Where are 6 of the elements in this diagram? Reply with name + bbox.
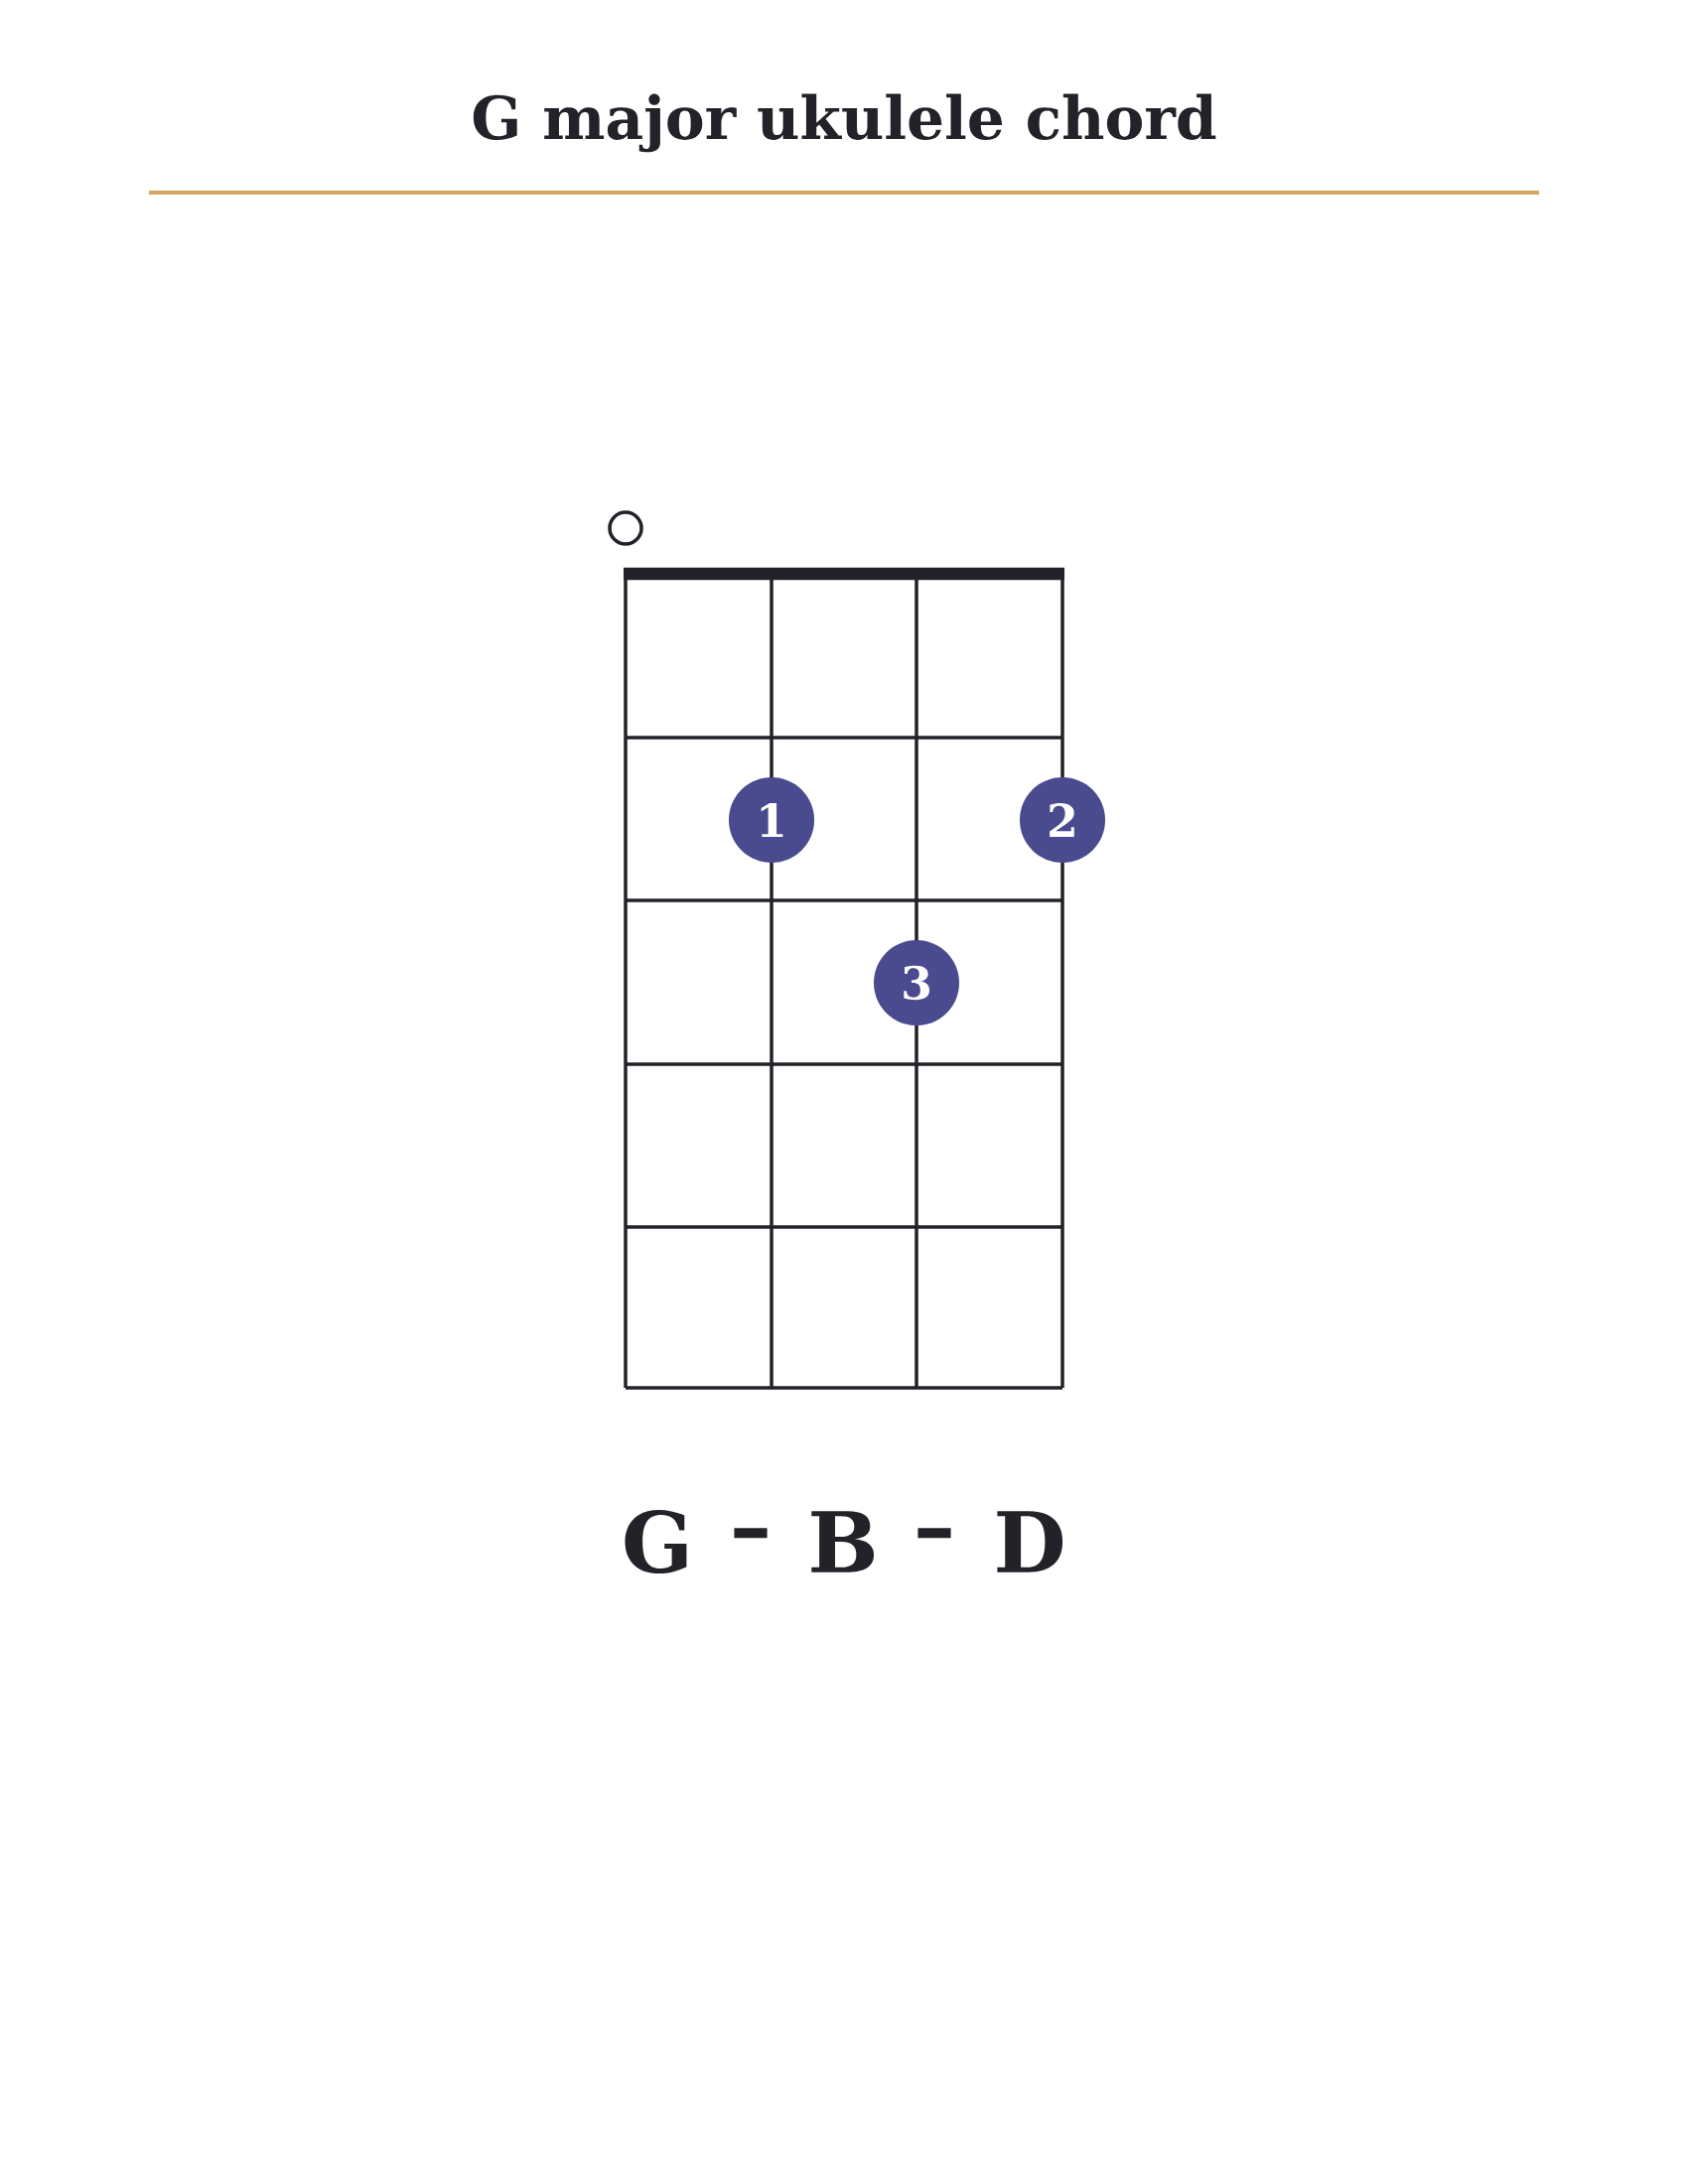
note-name: G [625,1510,687,1573]
note-name: – [734,1528,768,1539]
note-name: D [997,1511,1063,1572]
title: G major ukulele chord [473,93,1216,153]
note-name: B [811,1511,874,1572]
note-name: – [917,1528,951,1539]
